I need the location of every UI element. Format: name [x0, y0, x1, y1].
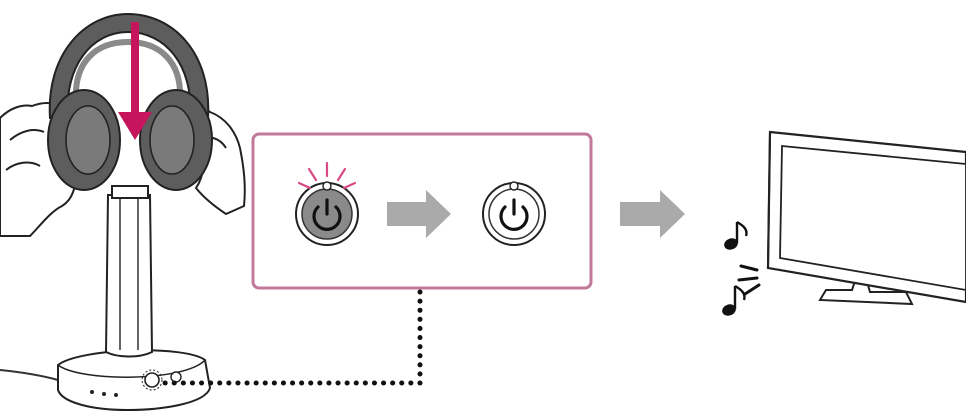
stand-power-indicator [144, 372, 160, 388]
tv-screen [779, 145, 966, 291]
power-indicator-off [482, 181, 546, 246]
music-note-icon [722, 284, 746, 316]
sound-waves [737, 264, 761, 296]
place-down-arrow [118, 22, 152, 140]
power-indicator-blinking [295, 161, 359, 246]
stand-base [57, 349, 212, 412]
power-icon [312, 198, 342, 231]
step-arrow [387, 190, 451, 238]
step-arrow [620, 190, 685, 238]
television [766, 130, 966, 306]
transmitter-stand [0, 185, 212, 412]
blink-rays [297, 161, 357, 190]
stand-cable [0, 369, 59, 381]
music-note-icon [724, 220, 748, 250]
stand-pillar [104, 194, 154, 358]
dotted-leader-line [162, 289, 423, 386]
power-icon [499, 198, 529, 231]
headphones [47, 12, 213, 191]
